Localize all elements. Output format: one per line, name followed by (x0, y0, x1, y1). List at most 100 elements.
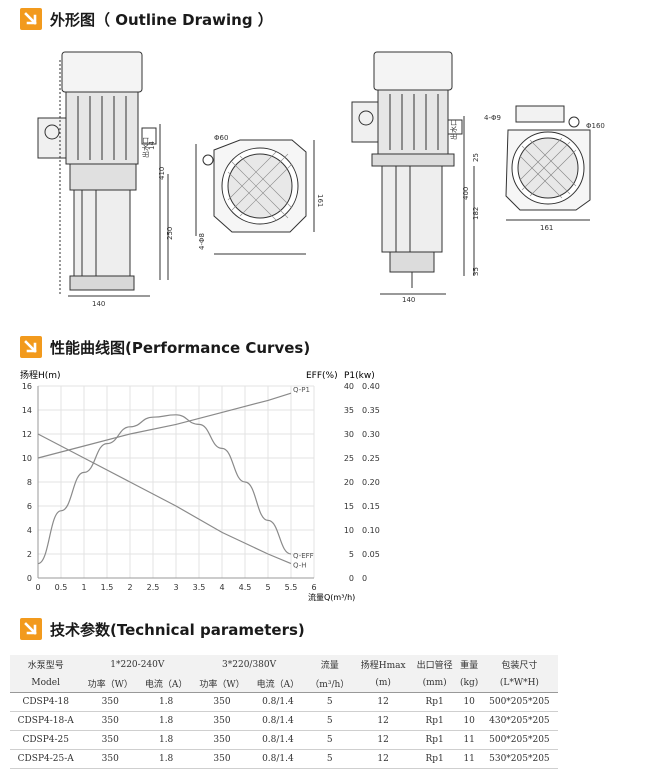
table-cell: 5 (304, 749, 355, 769)
pump-side-view-left (195, 139, 315, 255)
th-power-1: 功率（W） (81, 674, 140, 693)
y-left-tick-label: 6 (27, 502, 32, 511)
y-p-tick-label: 0.30 (362, 430, 380, 439)
dim-h4-right: 25 (472, 153, 480, 162)
outline-drawing: 出水口 410 250 14 140 Φ60 4-Φ8 161 出水口 400 … (37, 51, 605, 308)
dim-h2-left: 250 (166, 227, 174, 240)
th-package-unit: (L*W*H) (480, 674, 558, 693)
y-p-tick-label: 0.35 (362, 406, 380, 415)
y-left-tick-label: 12 (22, 430, 32, 439)
x-tick-label: 6 (311, 583, 316, 592)
table-cell: 530*205*205 (480, 749, 558, 769)
th-model: Model (10, 674, 82, 693)
y-left-tick-label: 0 (27, 574, 32, 583)
y-eff-tick-label: 40 (344, 382, 354, 391)
pump-front-view-left (37, 51, 169, 297)
dim-w-side-right: 161 (540, 224, 553, 232)
technical-section-heading: 技术参数(Technical parameters) (20, 618, 305, 640)
dim-outlet-right: 出水口 (449, 119, 458, 140)
table-cell: CDSP4-18-A (10, 711, 82, 731)
table-cell: Rp1 (411, 749, 458, 769)
y-left-tick-label: 4 (27, 526, 32, 535)
x-tick-label: 4 (219, 583, 224, 592)
arrow-icon (20, 618, 42, 640)
y-p-tick-label: 0.15 (362, 502, 380, 511)
arrow-icon (20, 8, 42, 30)
y-left-tick-label: 2 (27, 550, 32, 559)
dim-h1-right: 400 (462, 187, 470, 200)
th-current-1: 电流（A） (139, 674, 194, 693)
th-package: 包装尺寸 (480, 655, 558, 674)
outline-section-heading: 外形图（ Outline Drawing ） (20, 8, 273, 30)
table-cell: 350 (193, 730, 251, 750)
table-cell: 350 (81, 749, 140, 769)
x-tick-label: 0.5 (55, 583, 68, 592)
table-cell: 5 (304, 692, 355, 712)
y-eff-tick-label: 20 (344, 478, 354, 487)
th-outlet-unit: (mm) (411, 674, 458, 693)
table-cell: 1.8 (139, 692, 194, 712)
table-cell: 5 (304, 730, 355, 750)
table-cell: 0.8/1.4 (250, 692, 305, 712)
y-eff-tick-label: 5 (349, 550, 354, 559)
arrow-icon (20, 336, 42, 358)
y-p-tick-label: 0.20 (362, 478, 380, 487)
table-cell: CDSP4-25 (10, 730, 82, 750)
dim-h3-right: 35 (472, 267, 480, 276)
table-cell: 12 (354, 692, 412, 712)
table-cell: Rp1 (411, 711, 458, 731)
table-cell: CDSP4-18 (10, 692, 82, 712)
series-line-q-eff (37, 414, 292, 565)
x-tick-label: 1 (81, 583, 86, 592)
x-tick-label: 2.5 (147, 583, 160, 592)
table-cell: 12 (354, 749, 412, 769)
table-cell: 10 (457, 711, 481, 731)
outline-title: 外形图（ Outline Drawing ） (50, 10, 273, 29)
table-cell: 350 (193, 711, 251, 731)
table-cell: 11 (457, 749, 481, 769)
dim-h1-left: 410 (158, 167, 166, 180)
technical-table: 水泵型号 1*220-240V 3*220/380V 流量 扬程Hmax 出口管… (10, 655, 558, 769)
th-weight: 重量 (457, 655, 481, 674)
dim-hole-right: 4-Φ9 (484, 114, 501, 122)
y-left-tick-label: 10 (22, 454, 32, 463)
x-tick-label: 1.5 (101, 583, 114, 592)
table-cell: 0.8/1.4 (250, 730, 305, 750)
table-cell: 12 (354, 730, 412, 750)
x-tick-label: 2 (127, 583, 132, 592)
dim-h3-left: 14 (148, 141, 156, 150)
th-head-unit: (m) (354, 674, 412, 693)
th-three-phase: 3*220/380V (193, 655, 305, 674)
table-cell: 1.8 (139, 730, 194, 750)
table-cell: 0.8/1.4 (250, 711, 305, 731)
series-label: Q-EFF (293, 552, 314, 560)
ylabel-p: P1(kw) (344, 371, 375, 381)
performance-title: 性能曲线图(Performance Curves) (50, 338, 311, 357)
y-eff-tick-label: 30 (344, 430, 354, 439)
th-flow-unit: （m³/h） (304, 674, 355, 693)
y-p-tick-label: 0.05 (362, 550, 380, 559)
pump-front-view-right (351, 51, 475, 295)
y-left-tick-label: 8 (27, 478, 32, 487)
y-p-tick-label: 0.40 (362, 382, 380, 391)
table-cell: 350 (193, 692, 251, 712)
y-eff-tick-label: 35 (344, 406, 354, 415)
table-cell: 5 (304, 711, 355, 731)
series-label: Q-P1 (293, 386, 310, 394)
table-cell: 350 (81, 711, 140, 731)
series-label: Q-H (293, 562, 307, 570)
table-cell: 500*205*205 (480, 692, 558, 712)
y-p-tick-label: 0.10 (362, 526, 380, 535)
table-cell: 350 (81, 692, 140, 712)
dim-d-right: Φ160 (586, 122, 605, 130)
dim-d-left: Φ60 (214, 134, 228, 142)
dim-hole-left: 4-Φ8 (198, 233, 206, 250)
x-tick-label: 3.5 (193, 583, 206, 592)
table-cell: Rp1 (411, 692, 458, 712)
th-current-3: 电流（A） (250, 674, 305, 693)
table-cell: 0.8/1.4 (250, 749, 305, 769)
